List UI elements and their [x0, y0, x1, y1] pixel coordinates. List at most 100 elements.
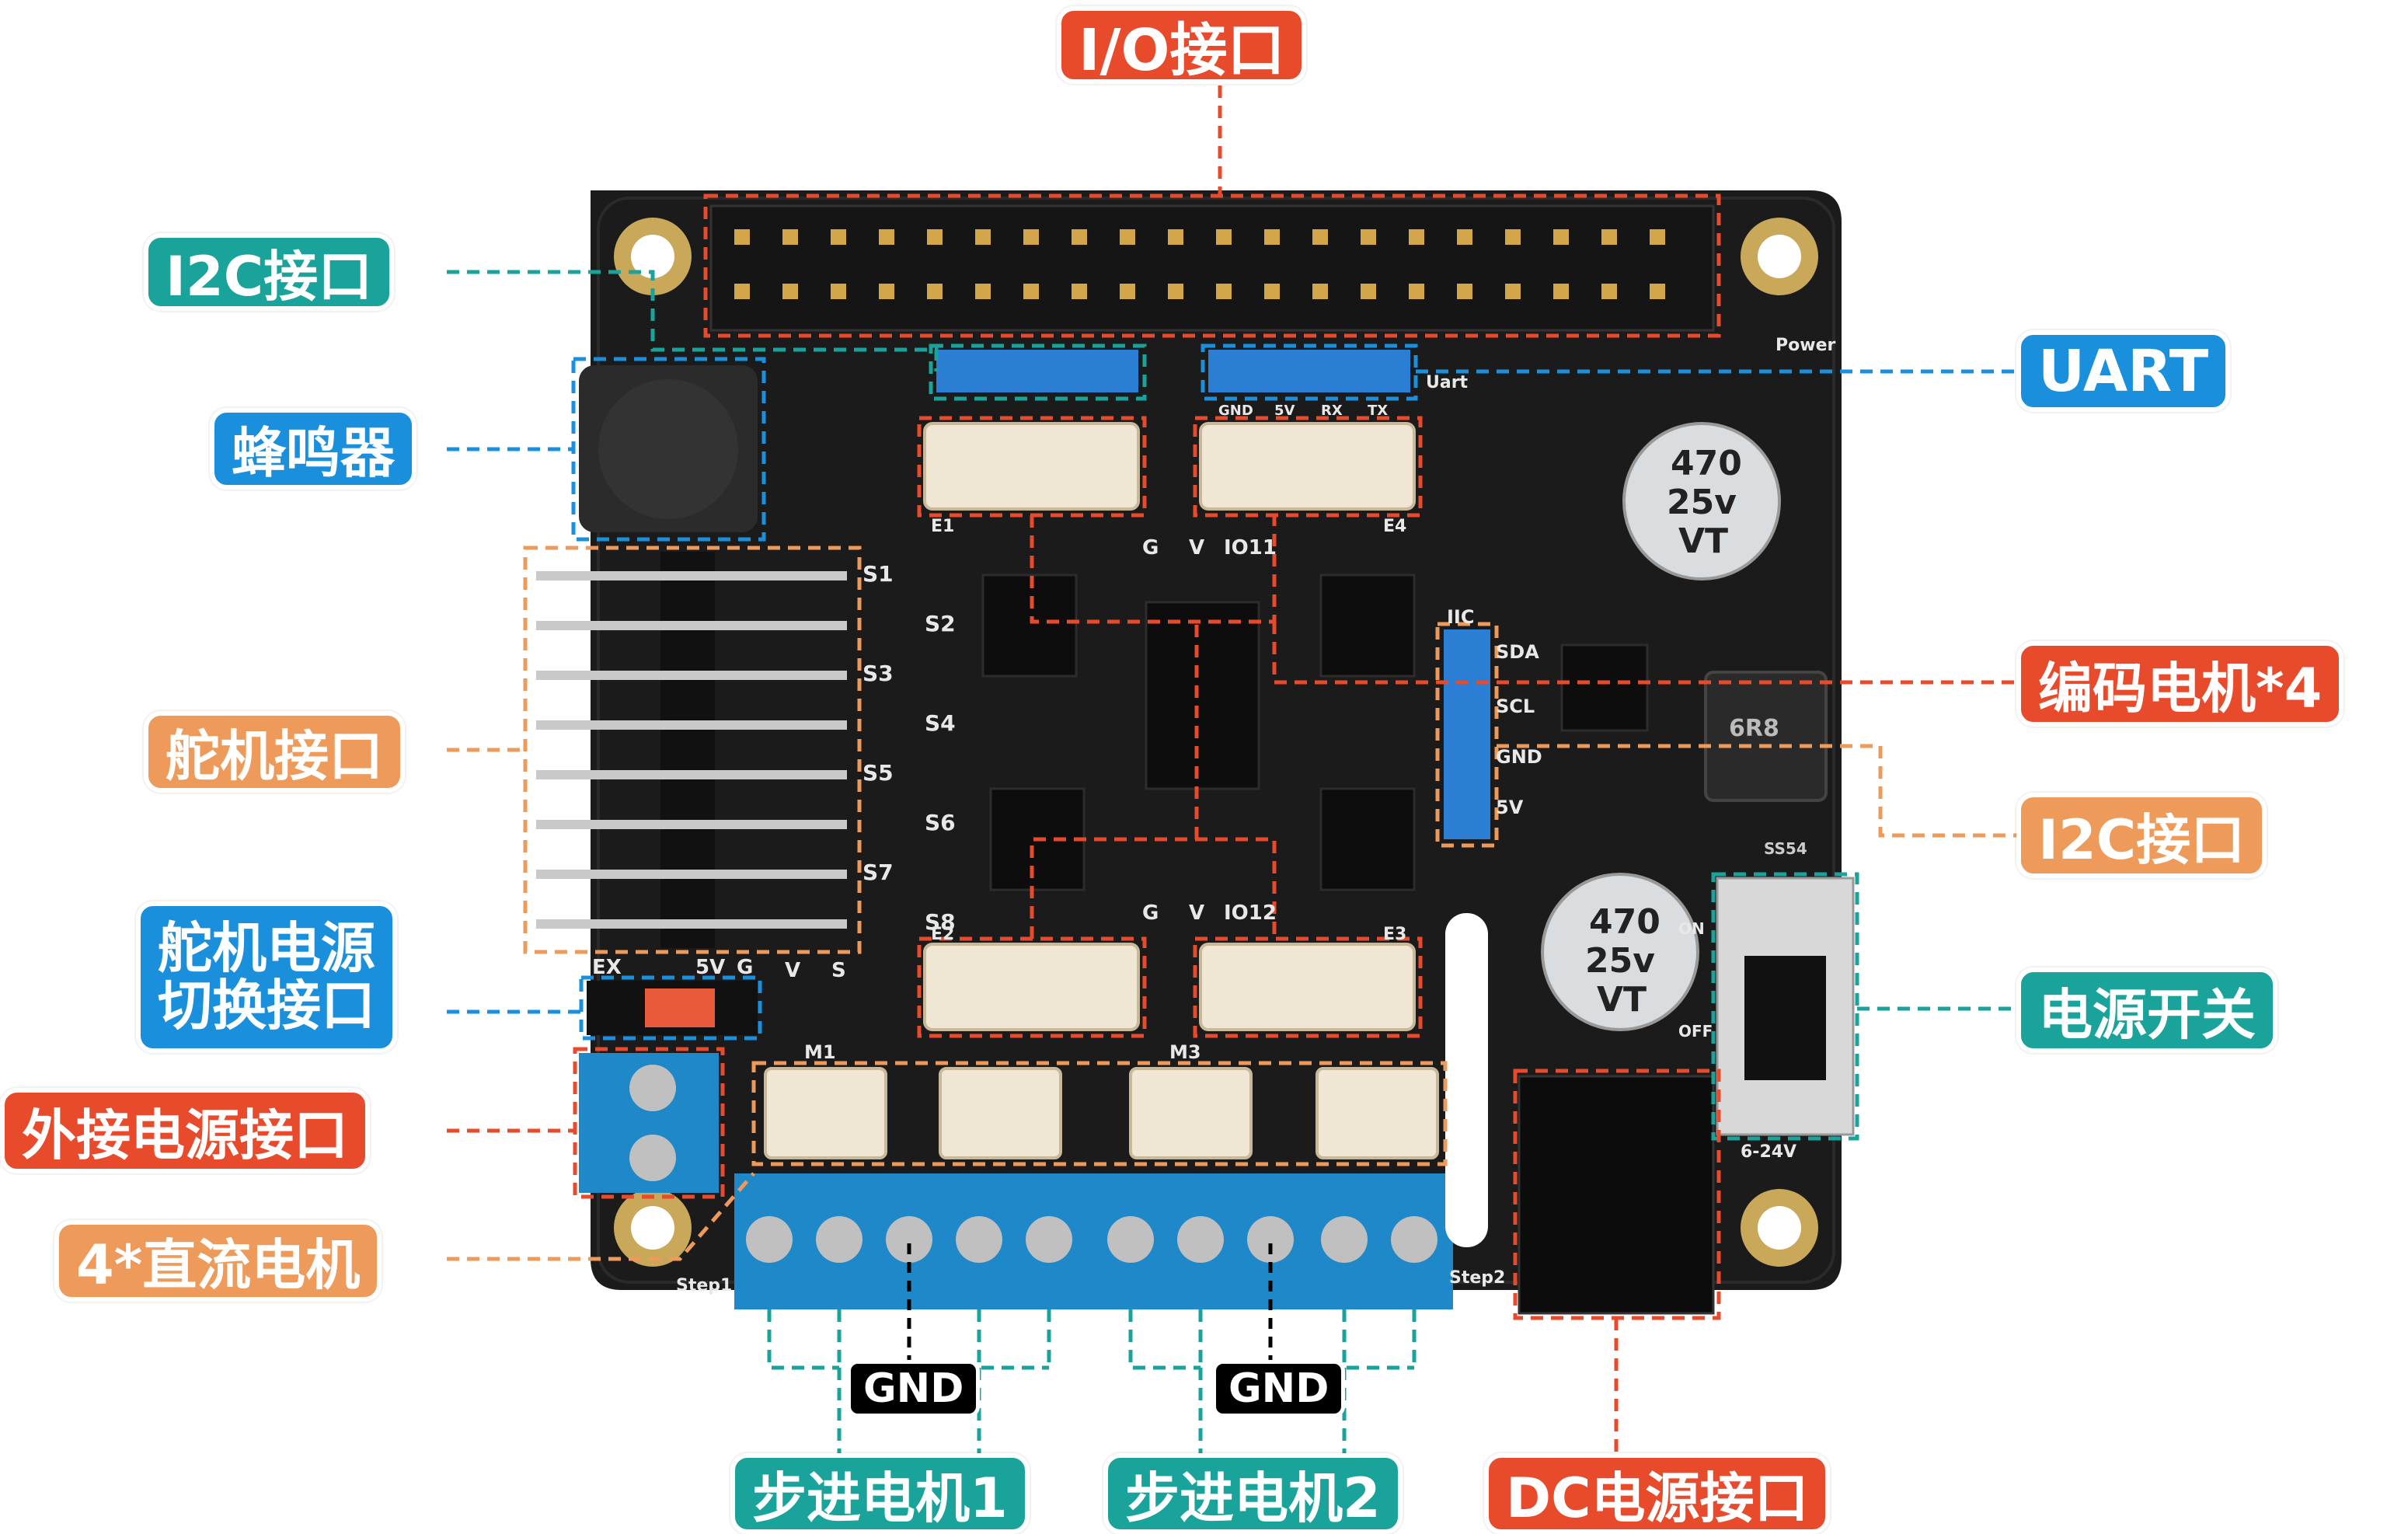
gpio-pin: [975, 284, 991, 299]
gpio-pin: [1264, 284, 1280, 299]
gpio-pin: [1409, 229, 1424, 245]
i2c-silk-iic: IIC: [1447, 606, 1475, 628]
gpio-pin: [1072, 284, 1087, 299]
terminal-screw: [1107, 1216, 1154, 1263]
io11-silk-label: IO11: [1224, 536, 1277, 560]
diode-silk: SS54: [1764, 839, 1807, 858]
servo-pin-label: S5: [862, 760, 894, 786]
encoder-connectors: [923, 422, 1416, 1031]
servo-pin-label: S6: [925, 810, 956, 835]
servo-power-label-line1: 舵机电源: [158, 916, 375, 980]
i2c-interface-right-label: I2C接口: [2016, 793, 2267, 878]
gpio-pin: [1553, 229, 1569, 245]
gpio-pin: [1312, 229, 1328, 245]
i2c-silk-sda: SDA: [1496, 641, 1539, 663]
servo-pin: [536, 720, 847, 730]
encoder-silk-e3: E3: [1383, 925, 1407, 944]
gpio-pin: [1361, 284, 1376, 299]
gpio-pin: [1023, 229, 1039, 245]
uart-silk: Uart: [1426, 373, 1469, 392]
servo-pin-label: S8: [925, 909, 956, 935]
uart-silk-5v: 5V: [1274, 403, 1295, 419]
mounting-holes: [614, 218, 1818, 1267]
dc-power-jack-label: DC电源接口: [1484, 1453, 1831, 1534]
gpio-pin: [1168, 284, 1183, 299]
external-power-terminal: [579, 1053, 719, 1193]
gpio-pin: [831, 229, 846, 245]
ic-chips: [981, 574, 1649, 891]
gpio-pin: [1168, 229, 1183, 245]
terminal-screw: [886, 1216, 932, 1263]
servo-pin: [536, 621, 847, 630]
gpio-pin: [927, 229, 943, 245]
terminal-screw: [1247, 1216, 1294, 1263]
servo-power-switch-label: 舵机电源 切换接口: [136, 901, 397, 1053]
servo-pin: [536, 571, 847, 580]
gpio-pin: [734, 284, 750, 299]
servo-pin: [536, 671, 847, 680]
terminal-screw: [1177, 1216, 1224, 1263]
jumper-silk-v: V: [785, 959, 801, 982]
io12-silk-label: IO12: [1224, 901, 1277, 925]
io11-silk-v: V: [1189, 536, 1205, 560]
gpio-pin: [734, 229, 750, 245]
dc-motor-connectors: [764, 1067, 1439, 1159]
servo-pin-label: S4: [925, 710, 956, 736]
jumper-header: [587, 981, 758, 1035]
step1-silk: Step1: [676, 1276, 733, 1295]
gpio-pin: [1312, 284, 1328, 299]
cap-bottom-voltage: 25v: [1585, 941, 1655, 981]
terminal-screw: [816, 1216, 862, 1263]
servo-pin-label: S7: [862, 859, 894, 885]
encoder-motor-label: 编码电机*4: [2016, 641, 2344, 727]
power-switch-body: [1716, 877, 1855, 1136]
servo-power-label-line2: 切换接口: [158, 973, 375, 1037]
gpio-pin: [927, 284, 943, 299]
gpio-pin: [1264, 229, 1280, 245]
io-interface-label: I/O接口: [1057, 6, 1307, 84]
encoder-silk-e2: E2: [931, 925, 955, 944]
inductor-silk: 6R8: [1729, 715, 1779, 742]
gpio-pin: [1120, 284, 1135, 299]
terminal-screw: [1026, 1216, 1072, 1263]
gpio-pin: [1361, 229, 1376, 245]
cap-bottom-value: 470: [1589, 902, 1661, 942]
i2c-silk-gnd: GND: [1496, 746, 1542, 768]
servo-pin: [536, 770, 847, 779]
gpio-pin: [1650, 284, 1665, 299]
encoder-silk-e4: E4: [1383, 517, 1407, 536]
gpio-pin: [1072, 229, 1087, 245]
external-power-label: 外接电源接口: [0, 1088, 370, 1173]
gpio-pin: [1409, 284, 1424, 299]
dc-motor-label: 4*直流电机: [54, 1220, 382, 1302]
gpio-pin: [1553, 284, 1569, 299]
servo-pin: [536, 820, 847, 829]
encoder-silk-e1: E1: [931, 517, 955, 536]
servo-header: [536, 552, 847, 948]
i2c-pin-header-right: [1444, 629, 1490, 839]
gpio-pin: [1120, 229, 1135, 245]
servo-pin-label: S1: [862, 561, 894, 587]
stepper-terminals: [734, 1173, 1453, 1309]
power-switch-label: 电源开关: [2016, 967, 2277, 1053]
uart-label: UART: [2016, 330, 2231, 412]
switch-silk-off: OFF: [1678, 1022, 1713, 1041]
servo-pin: [536, 919, 847, 929]
gpio-pin: [1505, 284, 1521, 299]
servo-interface-label: 舵机接口: [144, 711, 405, 793]
pcb-board: [591, 190, 1842, 1290]
dc-jack: [1518, 1075, 1715, 1315]
gpio-pin: [879, 229, 894, 245]
i2c-silk-scl: SCL: [1496, 696, 1535, 717]
stepper-motor-1-label: 步进电机1: [730, 1453, 1030, 1534]
i2c-silk-5v: 5V: [1496, 797, 1524, 818]
gpio-pin: [831, 284, 846, 299]
gpio-pin: [879, 284, 894, 299]
gpio-pin: [1650, 229, 1665, 245]
gnd-label-stepper1: GND: [847, 1360, 981, 1417]
buzzer: [579, 365, 758, 532]
stepper-motor-2-label: 步进电机2: [1103, 1453, 1403, 1534]
switch-silk-on: ON: [1678, 919, 1705, 938]
gpio-pin: [975, 229, 991, 245]
cap-bottom-brand: VT: [1597, 980, 1647, 1020]
